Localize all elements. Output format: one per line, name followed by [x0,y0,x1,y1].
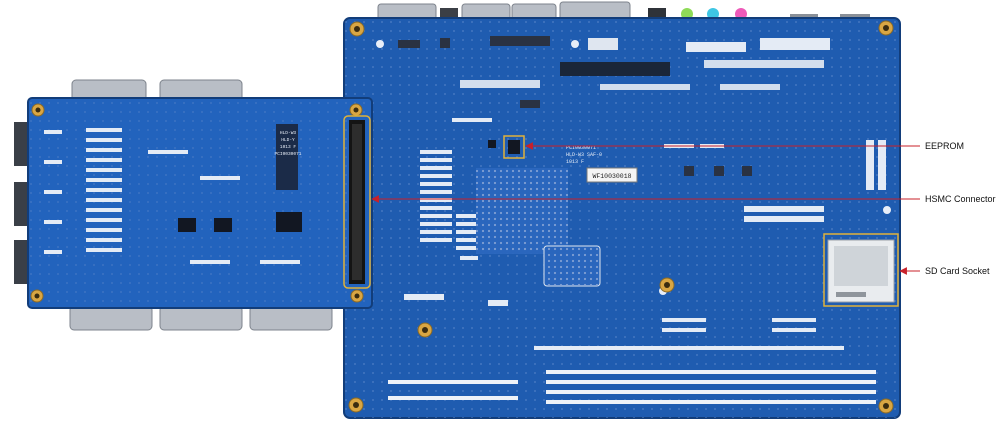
main-board: PCI0030071 HLD-W3 SAF-0 1013 F WF1003001… [343,1,901,419]
hsmc-connector-label: HSMC Connector [925,194,996,204]
sma-connectors [417,277,675,338]
sd-card-socket-label: SD Card Socket [925,266,990,276]
daughter-ics [148,124,302,264]
main-chip-label-3: 1013 F [566,159,584,165]
daughter-chip-label-3: 1013 F [280,144,297,150]
main-board-lower-components [404,294,844,350]
daughter-resistor-ladder [44,128,122,254]
main-board-top-components [398,36,830,90]
daughter-chip-label-4: PCI0030071 [274,151,301,157]
main-chip-label-1: PCI0030071 [566,145,596,151]
daughter-board-mounting-holes [30,103,364,303]
eeprom-label: EEPROM [925,141,965,151]
sd-card-socket [823,233,899,307]
daughter-chip-label-1: HLD-W3 [280,130,297,136]
eeprom-chip [488,135,525,159]
main-chip-label-2: HLD-W3 SAF-0 [566,152,602,158]
daughter-chip-label-2: HLD-Y [281,137,295,143]
main-board-silkscreen: PCI0030071 HLD-W3 SAF-0 1013 F [566,145,602,165]
gpio-pin-headers [388,370,876,404]
daughter-silkscreen: HLD-W3 HLD-Y 1013 F PCI0030071 [274,130,301,157]
main-board-mounting-holes [348,20,894,414]
hsmc-connector [343,115,371,289]
callout-lines [371,142,920,275]
serial-sticker-text: WF10030018 [592,173,631,180]
main-board-resistor-field [420,150,478,260]
serial-sticker: WF10030018 [586,167,638,183]
daughter-board: HLD-W3 HLD-Y 1013 F PCI0030071 [14,79,373,331]
fpga-bga-region [476,168,601,287]
